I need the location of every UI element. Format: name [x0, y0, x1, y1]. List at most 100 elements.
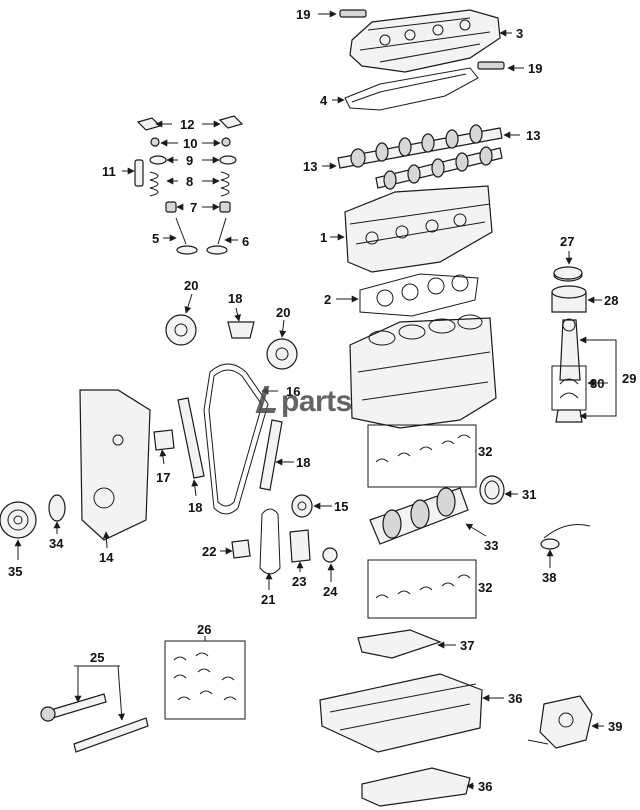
cover-bolt-top: [339, 9, 367, 18]
lash-adjuster: [134, 159, 144, 187]
balance-shaft-chain: [259, 508, 281, 575]
oil-baffle: [357, 629, 442, 659]
intake-valve: [175, 217, 198, 255]
oil-pump-sprocket: [322, 547, 338, 563]
callout-32-lower: 32: [478, 580, 492, 595]
callout-18-right: 18: [296, 455, 310, 470]
callout-39: 39: [608, 719, 622, 734]
callout-34: 34: [49, 536, 64, 551]
callout-29: 29: [622, 371, 636, 386]
callout-19-right: 19: [528, 61, 542, 76]
rocker-arms: [136, 115, 244, 131]
chain-guide-left: [177, 397, 205, 479]
callout-13-left: 13: [303, 159, 317, 174]
rod-cap: [555, 409, 583, 423]
valve-cover-gasket: [344, 67, 479, 111]
callout-16: 16: [286, 384, 300, 399]
valve-keepers: [150, 137, 231, 147]
callout-5: 5: [152, 231, 159, 246]
balance-chain-tensioner: [289, 529, 311, 563]
callout-20-right: 20: [276, 305, 290, 320]
callout-19-top: 19: [296, 7, 310, 22]
valve-retainers: [149, 155, 237, 165]
cam-actuator-left: [165, 314, 197, 346]
callout-30: 30: [590, 376, 604, 391]
cylinder-block: [349, 314, 497, 429]
callout-31: 31: [522, 487, 536, 502]
leader-lines: [14, 10, 617, 790]
callout-26: 26: [197, 622, 211, 637]
zvparts-logo-icon: [255, 386, 284, 413]
callout-14: 14: [99, 550, 114, 565]
callout-27: 27: [560, 234, 574, 249]
callout-12: 12: [180, 117, 194, 132]
connecting-rod: [559, 318, 581, 381]
callout-36-lower: 36: [478, 779, 492, 794]
callout-8: 8: [186, 174, 193, 189]
callout-32-upper: 32: [478, 444, 492, 459]
piston-ring-set: [553, 266, 583, 282]
callout-20-left: 20: [184, 278, 198, 293]
camshaft-upper: [337, 124, 503, 169]
oil-pump: [527, 695, 593, 749]
callout-3: 3: [516, 26, 523, 41]
callout-4: 4: [320, 93, 328, 108]
crankshaft-pulley: [0, 501, 37, 539]
callout-22: 22: [202, 544, 216, 559]
callout-11: 11: [102, 164, 116, 179]
callout-15: 15: [334, 499, 348, 514]
chain-guide-right: [259, 419, 283, 491]
valve-seals: [165, 201, 231, 213]
valve-cover: [349, 9, 501, 73]
callout-10: 10: [183, 136, 197, 151]
oil-pan-upper: [319, 673, 483, 753]
balance-chain-guide: [231, 539, 251, 559]
rear-main-seal: [479, 475, 505, 505]
main-bearing-box-lower: [367, 559, 477, 619]
site-watermark: parts: [255, 385, 352, 419]
callout-18-left: 18: [188, 500, 202, 515]
callout-28: 28: [604, 293, 618, 308]
exhaust-valve: [206, 217, 228, 255]
head-gasket: [359, 273, 479, 317]
balance-shaft-lower: [73, 717, 149, 753]
watermark-text: parts: [281, 385, 352, 418]
callout-13-right: 13: [526, 128, 540, 143]
balance-shaft-upper: [40, 693, 107, 722]
callout-21: 21: [261, 592, 275, 607]
piston: [551, 285, 587, 313]
callout-23: 23: [292, 574, 306, 589]
cam-actuator-right: [266, 338, 298, 370]
callout-18-top: 18: [228, 291, 242, 306]
callout-2: 2: [324, 292, 331, 307]
callout-25: 25: [90, 650, 104, 665]
callout-9: 9: [186, 153, 193, 168]
callout-7: 7: [190, 200, 197, 215]
cylinder-head: [344, 185, 493, 273]
callout-33: 33: [484, 538, 498, 553]
callout-1: 1: [320, 230, 327, 245]
callout-36-upper: 36: [508, 691, 522, 706]
crankshaft: [369, 487, 469, 545]
main-bearing-box-upper: [367, 424, 477, 488]
timing-chain: [203, 363, 269, 515]
chain-tensioner: [153, 429, 175, 451]
bearing-set-box: [164, 640, 246, 720]
callout-37: 37: [460, 638, 474, 653]
callout-38: 38: [542, 570, 556, 585]
timing-cover: [79, 389, 151, 541]
callout-17: 17: [156, 470, 170, 485]
callout-6: 6: [242, 234, 249, 249]
crankshaft-sprocket: [291, 494, 313, 518]
callout-labels: 19 3 4 19 13 13 1 2 12 10 9 11 8 7 5 6 2…: [8, 7, 636, 794]
chain-guide-top: [227, 321, 255, 339]
callout-35: 35: [8, 564, 22, 579]
oil-pickup-tube: [540, 524, 591, 550]
front-seal: [48, 494, 66, 522]
valve-springs: [149, 171, 230, 197]
oil-pan-lower: [361, 767, 471, 807]
camshaft-lower: [375, 146, 503, 190]
cover-bolt-right: [477, 61, 505, 70]
